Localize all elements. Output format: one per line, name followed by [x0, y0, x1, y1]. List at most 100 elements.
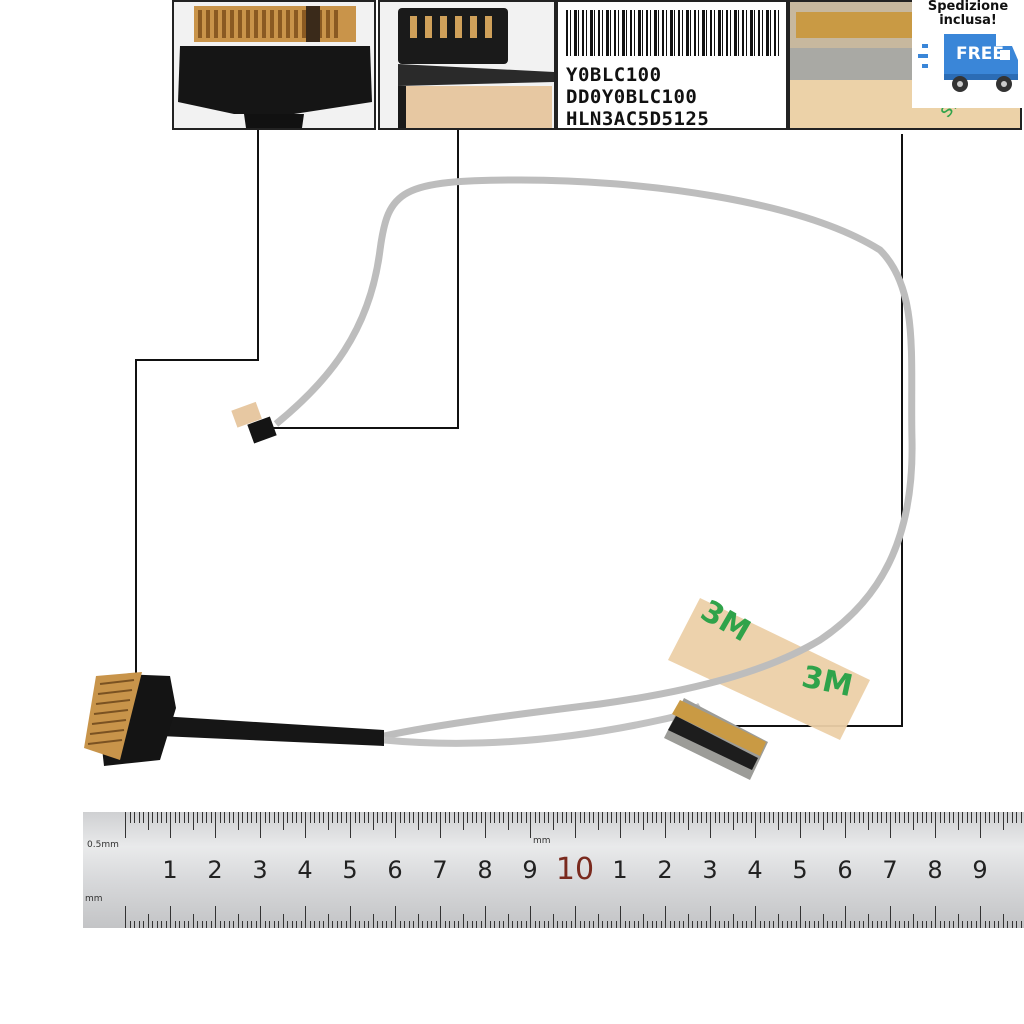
ruler-tick-bottom [777, 914, 779, 928]
ruler-tick-top [863, 812, 864, 823]
ruler-number: 7 [432, 856, 448, 884]
main-connector [84, 672, 176, 766]
ruler-tick-top [327, 812, 329, 830]
ruler-number: 7 [882, 856, 898, 884]
ruler-tick-top [134, 812, 135, 823]
ruler-tick-bottom [143, 921, 144, 928]
ruler-tick-top [786, 812, 788, 823]
ruler-tick-bottom [237, 914, 239, 928]
ruler-tick-bottom [498, 921, 500, 928]
ruler-tick-top [431, 812, 432, 823]
ruler-tick-top [138, 812, 140, 823]
ruler-number: 2 [657, 856, 673, 884]
ruler-tick-top [413, 812, 414, 823]
ruler-tick-bottom [138, 921, 140, 928]
ruler-tick-top [507, 812, 509, 830]
barcode [566, 10, 780, 56]
ruler-tick-top [827, 812, 828, 823]
ruler-tick-top [660, 812, 662, 823]
ruler-tick-bottom [732, 914, 734, 928]
ruler-tick-bottom [233, 921, 234, 928]
ruler-tick-bottom [296, 921, 297, 928]
ruler-tick-bottom [314, 921, 315, 928]
ruler-tick-top [480, 812, 482, 823]
ruler-tick-top [260, 812, 261, 838]
ruler-tick-top [719, 812, 720, 823]
ruler-tick-top [570, 812, 572, 823]
small-connector [231, 401, 277, 444]
ruler-tick-top [188, 812, 189, 823]
ruler-tick-top [525, 812, 527, 823]
ruler-tick-bottom [903, 921, 905, 928]
ruler-tick-bottom [944, 921, 945, 928]
ruler-tick-bottom [660, 921, 662, 928]
ruler-tick-top [651, 812, 653, 823]
tape-brand-1: 3M [695, 594, 756, 650]
ruler-tick-bottom [372, 914, 374, 928]
cable-sleeve [160, 716, 384, 746]
ruler-tick-bottom [602, 921, 603, 928]
ruler-tick-bottom [759, 921, 761, 928]
ruler-tick-top [219, 812, 221, 823]
ruler-tick-top [984, 812, 986, 823]
ruler-tick-top [516, 812, 518, 823]
ruler-tick-bottom [525, 921, 527, 928]
ruler-tick-bottom [413, 921, 414, 928]
ruler-tick-bottom [683, 921, 684, 928]
ruler-tick-bottom [183, 921, 185, 928]
ruler-tick-top [624, 812, 626, 823]
ruler-tick-bottom [534, 921, 536, 928]
ruler-tick-top [989, 812, 990, 823]
ruler-tick-top [228, 812, 230, 823]
ruler-tick-bottom [1011, 921, 1013, 928]
ruler-tick-top [872, 812, 873, 823]
ruler-tick-bottom [390, 921, 392, 928]
ruler-tick-bottom [548, 921, 549, 928]
ruler-tick-top [912, 812, 914, 830]
ruler-tick-top [426, 812, 428, 823]
ruler-tick-bottom [489, 921, 491, 928]
ruler-tick-bottom [624, 921, 626, 928]
cable-branch [383, 702, 702, 747]
ruler-tick-bottom [462, 914, 464, 928]
ruler-tick-bottom [881, 921, 882, 928]
ruler-tick-bottom [795, 921, 797, 928]
ruler-tick-bottom [210, 921, 212, 928]
ruler-tick-bottom [993, 921, 995, 928]
thumbnail-part-label: Y0BLC100 DD0Y0BLC100 HLN3AC5D5125 [556, 0, 788, 130]
ruler-tick-top [597, 812, 599, 830]
ruler-tick-bottom [458, 921, 459, 928]
ruler-tick-bottom [822, 914, 824, 928]
ruler-tick-bottom [345, 921, 347, 928]
ruler-tick-top [399, 812, 401, 823]
ruler-tick-top [561, 812, 563, 823]
ruler-tick-top [458, 812, 459, 823]
ruler-tick-bottom [998, 921, 999, 928]
ruler-tick-bottom [966, 921, 968, 928]
ruler-tick-bottom [894, 921, 896, 928]
ruler-tick-bottom [710, 906, 711, 928]
ruler-tick-top [944, 812, 945, 823]
label-line-2: DD0Y0BLC100 [566, 86, 698, 108]
ruler-tick-top [750, 812, 752, 823]
ruler-tick-bottom [201, 921, 203, 928]
small-connector-photo [380, 2, 554, 128]
lcd-connector [664, 698, 768, 780]
ruler-tick-top [867, 812, 869, 830]
ruler-tick-bottom [768, 921, 770, 928]
ruler-tick-bottom [255, 921, 257, 928]
ruler-tick-bottom [840, 921, 842, 928]
ruler-tick-bottom [336, 921, 338, 928]
ruler-tick-top [512, 812, 513, 823]
ruler-tick-top [1016, 812, 1017, 823]
ruler-tick-top [143, 812, 144, 823]
ruler-tick-top [971, 812, 972, 823]
ruler-tick-top [125, 812, 126, 838]
ruler-tick-top [953, 812, 954, 823]
ruler-tick-top [386, 812, 387, 823]
ruler-tick-top [192, 812, 194, 830]
ruler-tick-top [701, 812, 702, 823]
ruler-tick-top [462, 812, 464, 830]
ruler-tick-bottom [921, 921, 923, 928]
ruler-tick-bottom [858, 921, 860, 928]
